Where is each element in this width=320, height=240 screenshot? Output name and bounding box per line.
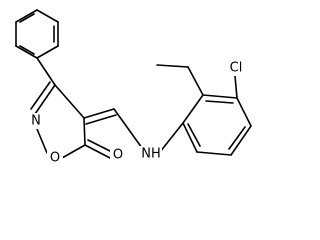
bond	[159, 122, 184, 153]
bond	[19, 45, 35, 55]
ring-nitrogen-label: N	[31, 114, 41, 129]
atom-label-ring-oxygen: O	[47, 150, 63, 166]
bond	[230, 125, 252, 156]
atom-label-amine: NH	[140, 146, 162, 162]
atom-label-chlorine: Cl	[225, 60, 247, 76]
bond	[15, 9, 38, 23]
atom-label-carbonyl-oxygen: O	[110, 147, 126, 163]
bond	[228, 126, 246, 150]
amine-label: NH	[141, 147, 161, 162]
chemical-structure-diagram: N O O NH Cl	[15, 9, 252, 166]
bond	[36, 128, 48, 154]
bond	[234, 75, 238, 99]
bond	[30, 81, 51, 110]
bond	[156, 64, 189, 68]
bond	[83, 117, 86, 146]
chlorine-label: Cl	[230, 61, 243, 76]
bond	[113, 108, 143, 149]
bond	[15, 45, 38, 59]
bond	[54, 84, 85, 119]
bond	[83, 108, 115, 119]
bond	[187, 123, 201, 147]
bond	[205, 100, 234, 104]
carbonyl-oxygen-label: O	[113, 148, 123, 163]
bond	[34, 84, 56, 115]
bond	[236, 97, 252, 127]
bond	[61, 144, 86, 159]
isoxazolone-ring	[30, 81, 86, 159]
bond	[36, 57, 56, 86]
bond	[202, 94, 238, 99]
bond	[84, 144, 111, 159]
bond	[87, 139, 113, 153]
atom-label-ring-nitrogen: N	[28, 113, 44, 129]
bond	[196, 151, 232, 156]
bond	[19, 13, 35, 23]
ring-oxygen-label: O	[50, 151, 60, 166]
bond	[187, 66, 204, 96]
bond	[36, 9, 59, 23]
bond	[36, 45, 59, 59]
phenyl-ring	[15, 9, 59, 59]
bond	[182, 122, 198, 153]
bond	[182, 94, 204, 124]
chloromethylphenyl-ring	[182, 94, 252, 156]
bond	[85, 114, 117, 125]
